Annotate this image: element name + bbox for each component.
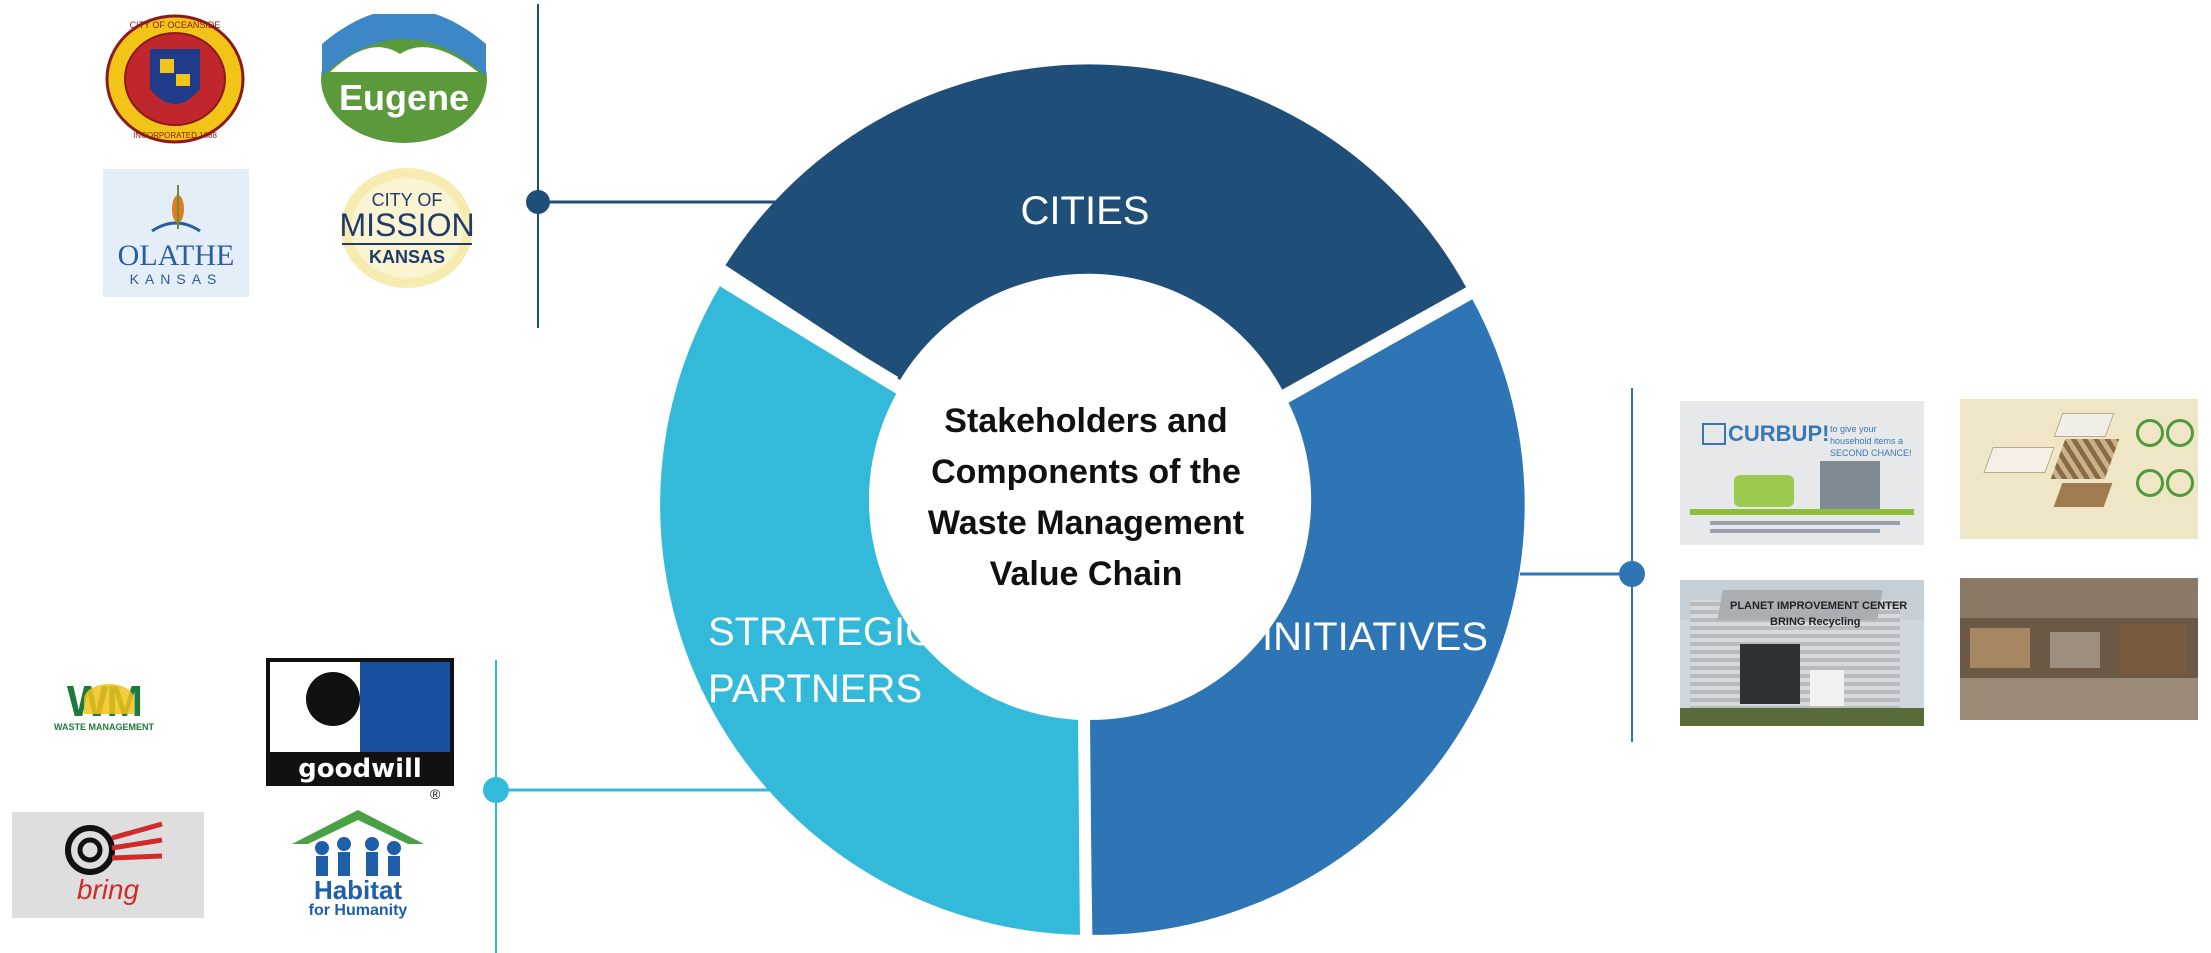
mission-name-text: MISSION — [339, 207, 474, 243]
curbup-house — [1820, 461, 1880, 511]
wm-text: WASTE MANAGEMENT — [54, 722, 154, 732]
oceanside-bottom-text: INCORPORATED 1888 — [133, 131, 217, 140]
goodwill-logo: goodwill — [266, 658, 454, 786]
center-title-line3: Waste Management — [928, 504, 1244, 542]
partners-segment — [660, 286, 1081, 935]
waste-management-logo: WM WASTE MANAGEMENT — [14, 680, 194, 733]
center-title-line1: Stakeholders and — [944, 402, 1227, 440]
mission-state-text: KANSAS — [369, 247, 445, 267]
initiatives-connector-dot — [1619, 561, 1645, 587]
partners-connector-dot — [483, 777, 509, 803]
center-circle — [874, 286, 1302, 714]
initiatives-label: INITIATIVES — [1262, 615, 1488, 659]
curbup-title: CURBUP! — [1728, 421, 1830, 446]
cities-connector-dot — [526, 190, 550, 214]
curbup-icon — [1702, 423, 1726, 445]
olathe-logo: OLATHE KANSAS — [103, 169, 249, 297]
initiatives-segment — [1089, 299, 1525, 935]
habitat-line1: Habitat — [313, 875, 403, 905]
oceanside-seal-logo: CITY OF OCEANSIDE INCORPORATED 1888 — [105, 14, 245, 144]
bring-text: bring — [76, 874, 140, 905]
eugene-text: Eugene — [339, 77, 469, 118]
habitat-logo: Habitat for Humanity — [288, 810, 428, 926]
goodwill-registered-mark: ® — [430, 786, 441, 802]
cities-label: CITIES — [1021, 189, 1150, 233]
planet-sign2-text: BRING Recycling — [1770, 616, 1861, 628]
mission-logo: CITY OF MISSION KANSAS — [339, 168, 475, 288]
bring-logo: bring — [12, 812, 204, 918]
eugene-logo: Eugene — [321, 14, 487, 143]
center-title-line2: Components of the — [931, 453, 1241, 491]
olathe-name: OLATHE — [117, 239, 235, 272]
mission-top-text: CITY OF — [372, 190, 443, 210]
partners-label-line1: STRATEGIC — [708, 610, 934, 654]
curbup-tagline: to give your household items a SECOND CH… — [1830, 424, 1912, 458]
bring-swirl-icon — [65, 821, 163, 875]
center-title-line4: Value Chain — [990, 555, 1183, 593]
planet-sign-text: PLANET IMPROVEMENT CENTER — [1730, 600, 1908, 612]
reuse-diagram-image — [1960, 399, 2198, 539]
curbup-chair — [1734, 475, 1794, 507]
planet-improvement-center-image: PLANET IMPROVEMENT CENTER BRING Recyclin… — [1680, 580, 1924, 726]
curbup-image: CURBUP! to give your household items a S… — [1680, 401, 1924, 545]
olathe-state: KANSAS — [129, 271, 223, 287]
oceanside-ring-text: CITY OF OCEANSIDE — [130, 20, 221, 30]
warehouse-image — [1960, 578, 2198, 720]
goodwill-text: goodwill — [298, 754, 422, 784]
habitat-line2: for Humanity — [308, 902, 408, 919]
partners-label-line2: PARTNERS — [708, 667, 922, 711]
habitat-house-icon — [292, 810, 424, 876]
cities-segment — [725, 64, 1468, 393]
